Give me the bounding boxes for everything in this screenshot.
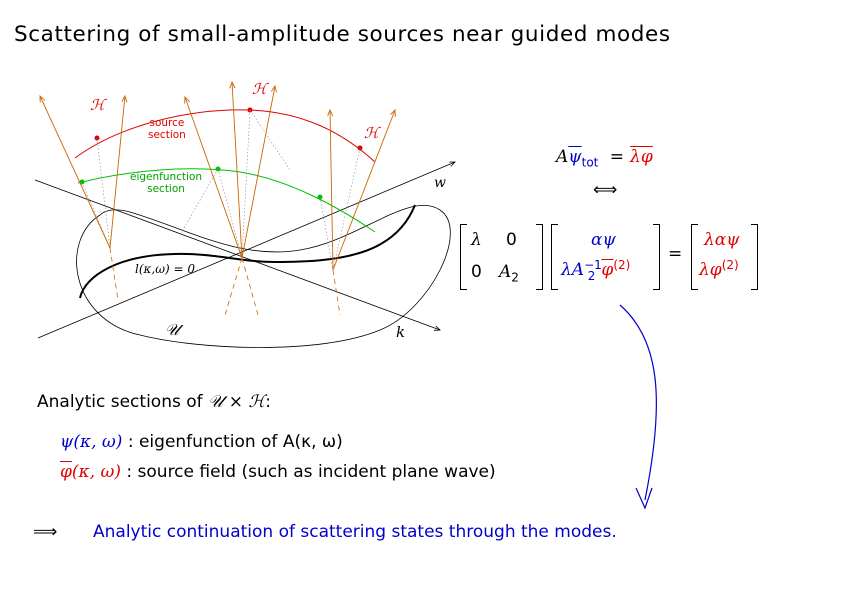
matrix-bracket-left (460, 224, 467, 290)
label-h-top: ℋ (252, 80, 267, 98)
matrix-r2c2: A2 (499, 262, 519, 285)
vector2-bracket-right (751, 224, 758, 290)
k-axis-line (34, 179, 440, 330)
label-k-axis: k (396, 323, 406, 341)
vector2-r1: λαψ (704, 230, 740, 250)
matrix-r1c2: 0 (506, 230, 517, 250)
vector2-r2: λφ(2) (699, 258, 739, 280)
eq-rhs: λφ (630, 147, 653, 167)
label-u-region: 𝒰 (165, 320, 180, 339)
matrix-r1c1: λ (471, 230, 482, 250)
matrix-r2c1: 0 (471, 262, 482, 282)
matrix-bracket-right (536, 224, 543, 290)
blue-arrowhead (635, 487, 653, 510)
eq-psi: ψ (568, 147, 582, 167)
label-dispersion: l(κ,ω) = 0 (135, 262, 195, 276)
dispersion-curve (79, 204, 416, 299)
label-h-right: ℋ (364, 124, 379, 142)
eigenfunction-section-curve (77, 168, 376, 233)
equation-eigen: Aψtot =λφ (556, 147, 653, 169)
implies-symbol: ⟹ (33, 522, 58, 542)
label-w-axis: w (434, 175, 446, 191)
vector1-bracket-right (653, 224, 660, 290)
region-u-boundary (76, 204, 451, 348)
label-h-left: ℋ (90, 96, 105, 114)
eq-a: A (556, 147, 569, 167)
vector2-bracket-left (691, 224, 698, 290)
w-axis-line (37, 162, 455, 339)
iff-symbol: ⟺ (593, 180, 618, 200)
vector-equals: = (668, 244, 683, 264)
dashed-rays (109, 247, 341, 316)
ray-arrows (40, 82, 395, 271)
label-eigenfunction-section: eigenfunction section (130, 171, 203, 195)
vector1-r1: αψ (591, 230, 616, 250)
sections-heading: Analytic sections of 𝒰 × ℋ: (37, 392, 271, 412)
eq-equals: = (609, 147, 625, 167)
source-line: φ(κ, ω) : source field (such as incident… (60, 462, 496, 482)
label-source-section: source section (148, 117, 186, 141)
blue-arrow (619, 304, 657, 501)
page-title: Scattering of small-amplitude sources ne… (14, 22, 671, 47)
vector1-bracket-left (551, 224, 558, 290)
eigenfunction-line: ψ(κ, ω) : eigenfunction of A(κ, ω) (60, 432, 343, 452)
conclusion-text: Analytic continuation of scattering stat… (93, 522, 617, 542)
eq-tot: tot (581, 155, 599, 170)
